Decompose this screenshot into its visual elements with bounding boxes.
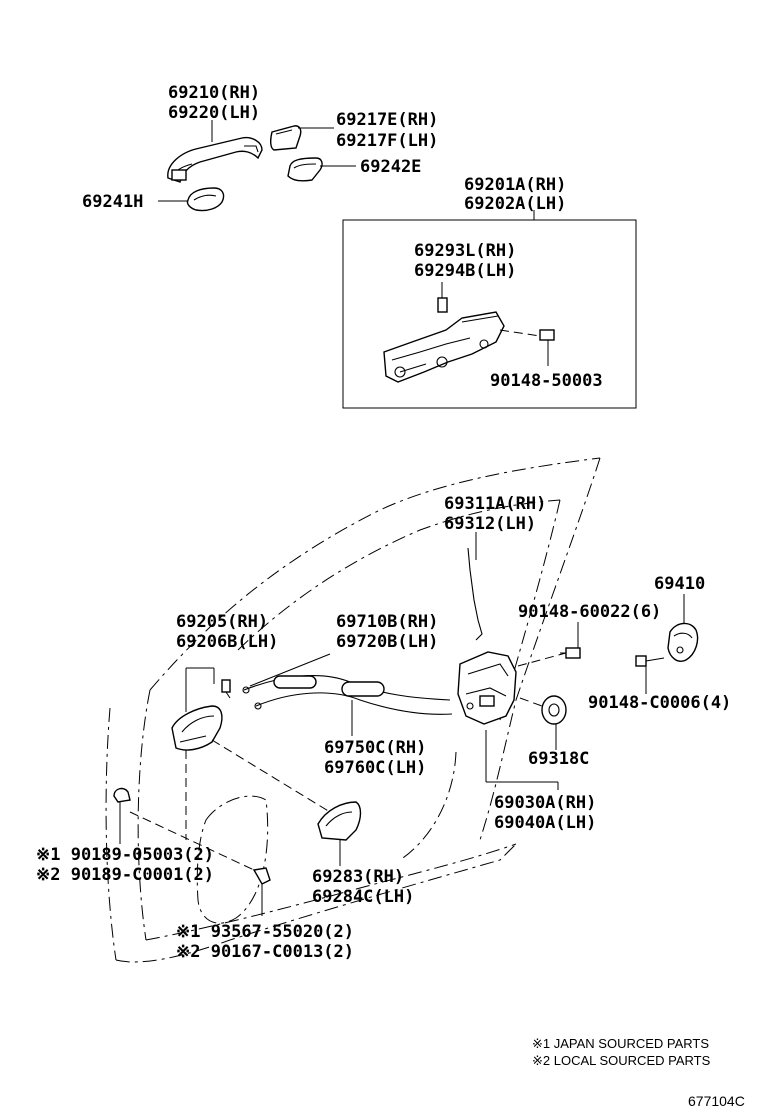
frame-screw-part[interactable] xyxy=(499,329,555,366)
label-69206b: 69206B(LH) xyxy=(176,632,278,652)
label-69284c: 69284C(LH) xyxy=(312,887,414,907)
label-90148-50003: 90148-50003 xyxy=(490,371,603,391)
outside-handle-group: 69210(RH) 69220(LH) 69217E(RH) 69217F(LH… xyxy=(82,83,438,212)
link-rod-group: 69311A(RH) 69312(LH) xyxy=(444,494,546,641)
inside-handle-part[interactable] xyxy=(171,705,223,751)
handle-pad-rear-part[interactable] xyxy=(287,157,323,182)
label-69293l: 69293L(RH) xyxy=(414,241,516,261)
lock-washer-part[interactable] xyxy=(541,695,567,725)
striker-bolt-part[interactable] xyxy=(635,655,665,667)
label-69312: 69312(LH) xyxy=(444,514,536,534)
inside-handle-cover-group: 69283(RH) 69284C(LH) xyxy=(312,801,414,907)
clip-group: ※1 90189-05003(2) ※2 90189-C0001(2) xyxy=(36,787,214,885)
label-69710b: 69710B(RH) xyxy=(336,612,438,632)
cover-screw-group: ※1 93567-55020(2) ※2 90167-C0013(2) xyxy=(129,811,354,962)
inside-handle-cover-part[interactable] xyxy=(317,801,362,841)
label-69750c: 69750C(RH) xyxy=(324,738,426,758)
label-90189-05003: ※1 90189-05003(2) xyxy=(36,845,214,865)
note-japan-sourced: ※1 JAPAN SOURCED PARTS xyxy=(532,1036,709,1051)
lock-cable-part[interactable] xyxy=(242,675,453,715)
note-local-sourced: ※2 LOCAL SOURCED PARTS xyxy=(532,1053,711,1068)
label-93567-55020: ※1 93567-55020(2) xyxy=(176,922,354,942)
label-90167-c0013: ※2 90167-C0013(2) xyxy=(176,942,354,962)
label-69030a: 69030A(RH) xyxy=(494,793,596,813)
inside-handle-group: 69205(RH) 69206B(LH) xyxy=(171,612,331,840)
label-69205: 69205(RH) xyxy=(176,612,268,632)
label-69040a: 69040A(LH) xyxy=(494,813,596,833)
inside-handle-screw-part[interactable] xyxy=(221,679,231,699)
label-69720b: 69720B(LH) xyxy=(336,632,438,652)
lock-screw-group: 90148-60022(6) xyxy=(517,602,661,667)
label-69241h: 69241H xyxy=(82,192,143,212)
label-69294b: 69294B(LH) xyxy=(414,261,516,281)
door-lock-group: 69318C 69030A(RH) 69040A(LH) xyxy=(457,651,596,833)
label-69760c: 69760C(LH) xyxy=(324,758,426,778)
label-69283: 69283(RH) xyxy=(312,867,404,887)
door-lock-part[interactable] xyxy=(457,651,517,725)
label-69242e: 69242E xyxy=(360,157,421,177)
label-69202a: 69202A(LH) xyxy=(464,194,566,214)
diagram-code: 677104C xyxy=(688,1093,745,1109)
handle-pad-front-part[interactable] xyxy=(186,187,225,212)
label-69318c: 69318C xyxy=(528,749,589,769)
handle-frame-part[interactable] xyxy=(383,282,505,383)
lock-screw-part[interactable] xyxy=(560,647,581,659)
label-69220: 69220(LH) xyxy=(168,103,260,123)
outside-handle-part[interactable] xyxy=(167,136,263,183)
clip-part[interactable] xyxy=(113,787,131,803)
striker-part[interactable] xyxy=(667,622,699,662)
label-69201a: 69201A(RH) xyxy=(464,175,566,195)
label-69410: 69410 xyxy=(654,574,705,594)
label-90189-c0001: ※2 90189-C0001(2) xyxy=(36,865,214,885)
label-69210: 69210(RH) xyxy=(168,83,260,103)
label-69217f: 69217F(LH) xyxy=(336,131,438,151)
handle-cap-part[interactable] xyxy=(269,125,302,151)
label-90148-60022: 90148-60022(6) xyxy=(518,602,661,622)
link-rod-part[interactable] xyxy=(467,547,483,641)
label-69311a: 69311A(RH) xyxy=(444,494,546,514)
label-90148-c0006: 90148-C0006(4) xyxy=(588,693,731,713)
cable-group: 69710B(RH) 69720B(LH) 69750C(RH) 69760C(… xyxy=(242,612,453,778)
handle-frame-box: 69201A(RH) 69202A(LH) 69293L(RH) 69294B(… xyxy=(342,175,637,409)
label-69217e: 69217E(RH) xyxy=(336,110,438,130)
striker-group: 69410 90148-C0006(4) xyxy=(588,574,731,713)
cover-screw-part[interactable] xyxy=(252,867,271,885)
